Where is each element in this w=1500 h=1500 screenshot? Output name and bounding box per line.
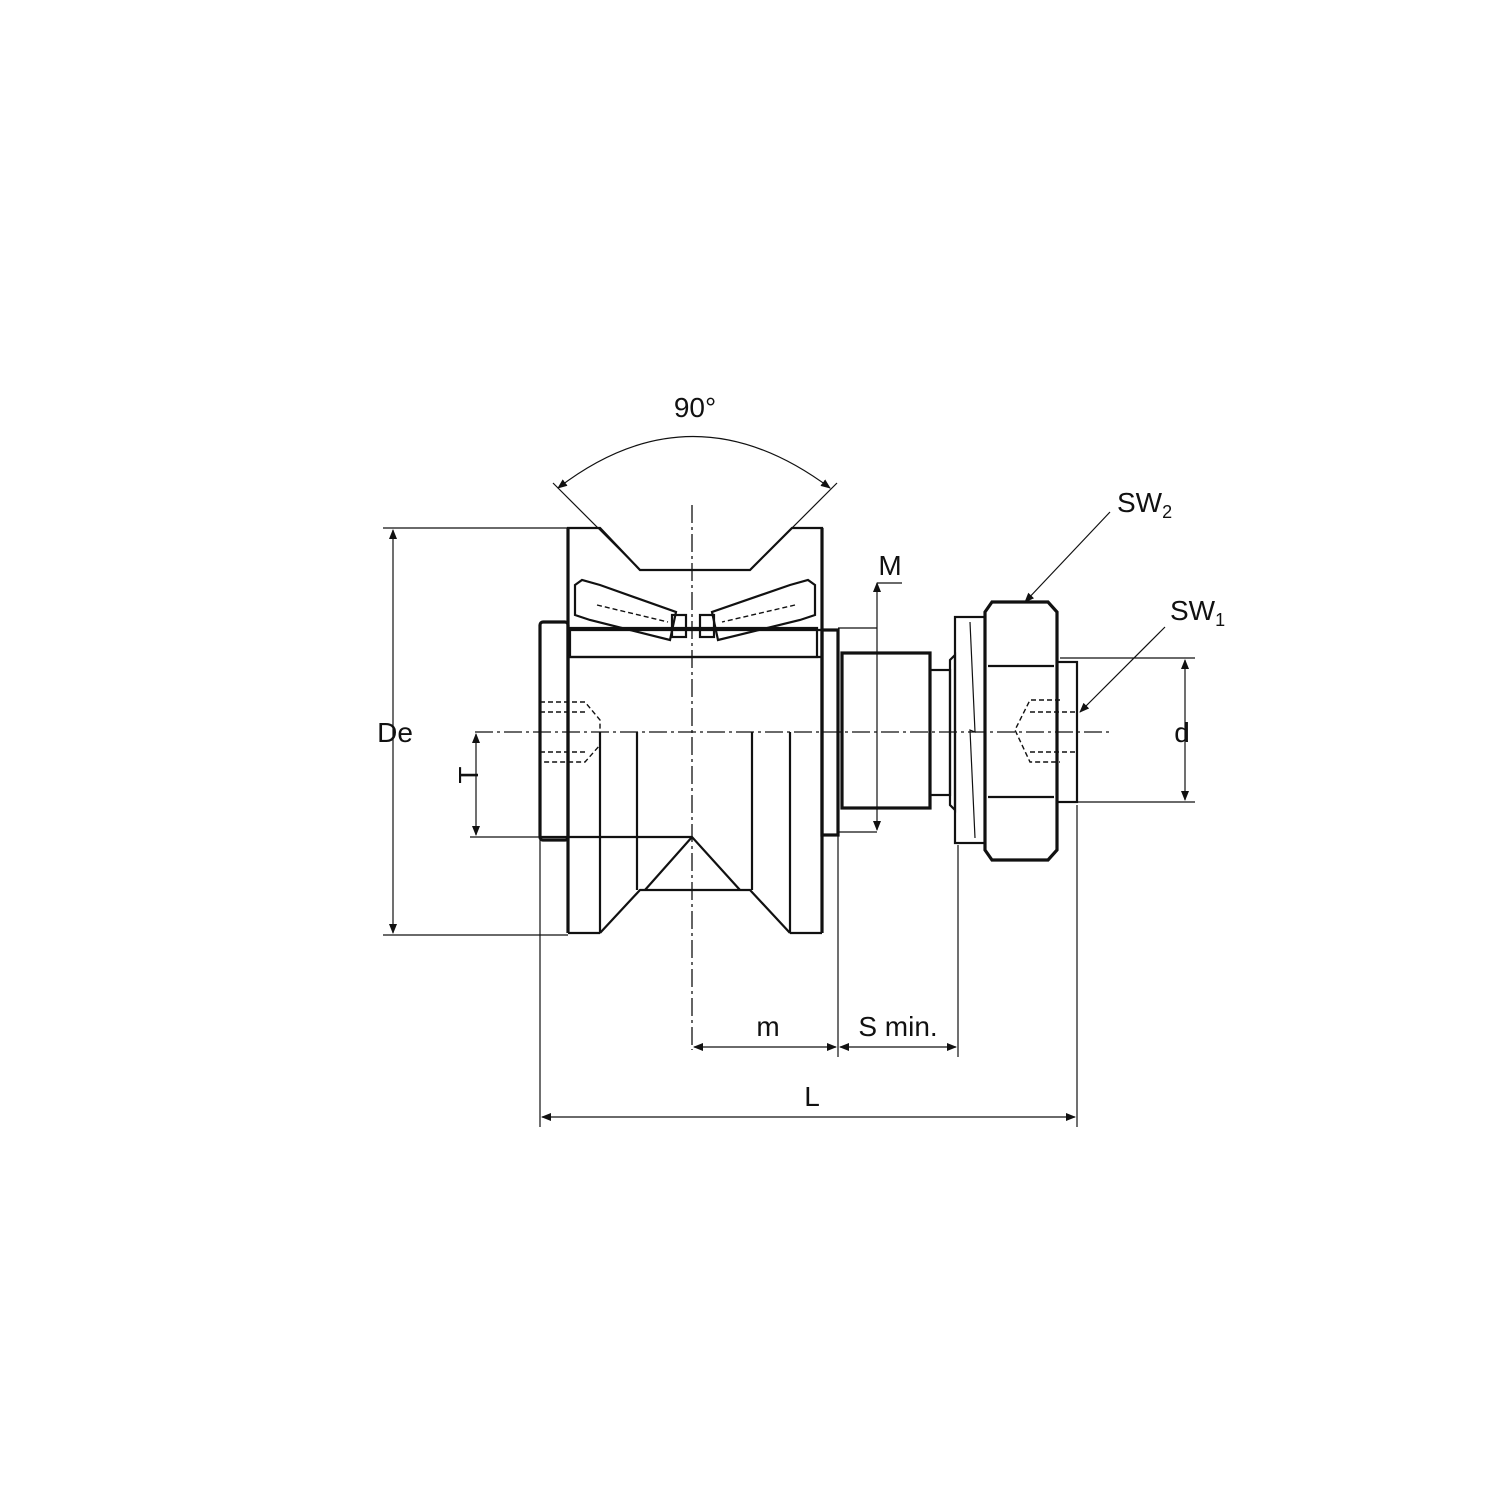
tapered-roller-bearings (573, 578, 817, 642)
wheel-body (538, 528, 840, 935)
De-label: De (377, 717, 413, 748)
m-label: m (756, 1011, 779, 1042)
T-label: T (453, 766, 484, 783)
angle-dimension (552, 435, 838, 571)
L-label: L (804, 1081, 820, 1112)
dimension-lines (383, 511, 1195, 1127)
outer-ring-section (566, 526, 824, 632)
SW2-label: SW2 (1117, 487, 1172, 522)
hex-nut (983, 600, 1059, 862)
S-min-label: S min. (858, 1011, 937, 1042)
angle-label: 90° (674, 392, 716, 423)
SW1-label: SW1 (1170, 595, 1225, 630)
M-label: M (878, 550, 901, 581)
d-label: d (1174, 717, 1190, 748)
inner-ring-section (568, 626, 819, 659)
